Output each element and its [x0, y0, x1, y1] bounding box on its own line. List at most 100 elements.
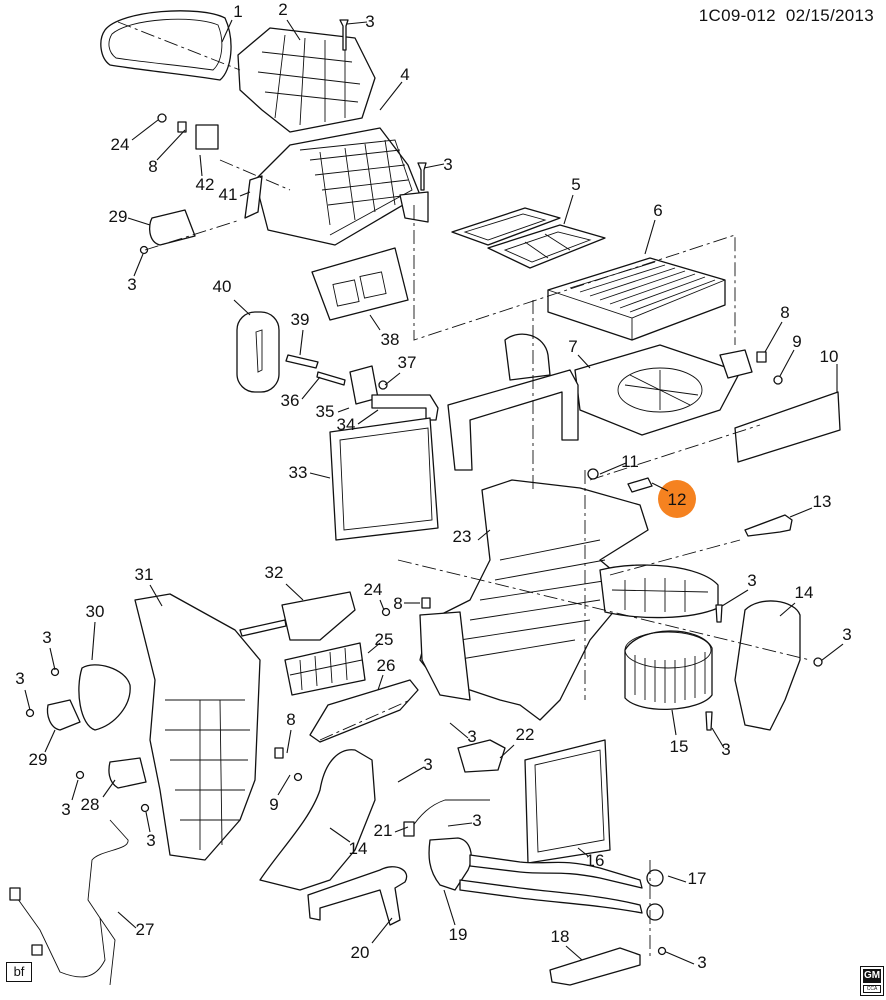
callout-29[interactable]: 29: [109, 207, 151, 226]
callout-19[interactable]: 19: [443, 889, 467, 944]
part-41-arm: [244, 175, 263, 219]
callout-24[interactable]: 24: [364, 580, 385, 611]
callout-leader-line: [357, 409, 379, 425]
callout-27[interactable]: 27: [117, 911, 155, 939]
callout-30[interactable]: 30: [86, 602, 105, 661]
callout-9[interactable]: 9: [269, 774, 291, 814]
callout-23[interactable]: 23: [453, 527, 491, 546]
callout-leader-line: [286, 729, 292, 754]
part-40-grommet: [236, 311, 280, 393]
callout-label: 25: [375, 630, 394, 649]
callout-label: 27: [136, 920, 155, 939]
callout-17[interactable]: 17: [667, 869, 706, 888]
callout-3[interactable]: 3: [821, 625, 852, 661]
callout-26[interactable]: 26: [377, 656, 396, 691]
callout-22[interactable]: 22: [499, 725, 534, 759]
callout-leader-line: [71, 779, 79, 801]
callout-14[interactable]: 14: [329, 827, 367, 858]
part-42-block: [195, 124, 219, 150]
callout-21[interactable]: 21: [374, 821, 409, 840]
callout-20[interactable]: 20: [351, 917, 393, 962]
callout-6[interactable]: 6: [644, 201, 663, 255]
callout-15[interactable]: 15: [670, 709, 689, 756]
callout-36[interactable]: 36: [281, 376, 321, 410]
callout-39[interactable]: 39: [291, 310, 310, 356]
callout-label: 12: [668, 490, 687, 509]
callout-32[interactable]: 32: [265, 563, 304, 601]
callout-3[interactable]: 3: [449, 722, 477, 746]
callout-8[interactable]: 8: [286, 710, 296, 754]
callout-38[interactable]: 38: [369, 314, 399, 349]
callout-8[interactable]: 8: [393, 594, 420, 613]
callout-label: 32: [265, 563, 284, 582]
callout-25[interactable]: 25: [367, 630, 394, 654]
callout-8[interactable]: 8: [148, 129, 186, 176]
callout-13[interactable]: 13: [789, 492, 831, 518]
callout-3[interactable]: 3: [711, 727, 731, 759]
part-3-screw: [339, 19, 349, 51]
callout-label: 35: [316, 402, 335, 421]
callout-29[interactable]: 29: [29, 729, 56, 769]
callout-label: 3: [842, 625, 851, 644]
callout-3[interactable]: 3: [127, 253, 144, 294]
part-5-seal-a: [451, 207, 561, 246]
callout-leader-line: [337, 407, 350, 413]
callout-1[interactable]: 1: [221, 2, 243, 43]
callout-31[interactable]: 31: [135, 565, 163, 607]
callout-3[interactable]: 3: [665, 951, 707, 972]
callout-10[interactable]: 10: [820, 347, 839, 392]
callout-33[interactable]: 33: [289, 463, 331, 482]
callout-label: 36: [281, 391, 300, 410]
callout-leader-line: [329, 827, 351, 843]
callout-24[interactable]: 24: [111, 119, 159, 154]
callout-leader-line: [221, 19, 233, 43]
bf-label: bf: [6, 962, 32, 982]
callout-leader-line: [379, 599, 385, 611]
callout-3[interactable]: 3: [145, 811, 156, 850]
callout-9[interactable]: 9: [779, 332, 802, 377]
callout-label: 1: [233, 2, 242, 21]
callout-label: 3: [146, 831, 155, 850]
callout-34[interactable]: 34: [337, 409, 379, 434]
callout-40[interactable]: 40: [213, 277, 251, 316]
callout-label: 8: [393, 594, 402, 613]
callout-2[interactable]: 2: [278, 0, 301, 41]
callout-leader-line: [565, 945, 583, 961]
callout-7[interactable]: 7: [568, 337, 591, 369]
callout-4[interactable]: 4: [379, 65, 410, 111]
callout-3[interactable]: 3: [397, 755, 433, 783]
callout-28[interactable]: 28: [81, 779, 116, 814]
callout-42[interactable]: 42: [196, 154, 215, 194]
callout-leader-line: [665, 951, 695, 965]
callout-3[interactable]: 3: [721, 571, 757, 607]
callout-18[interactable]: 18: [551, 927, 583, 961]
callout-41[interactable]: 41: [219, 185, 251, 204]
callout-3[interactable]: 3: [346, 12, 375, 31]
part-16-heater-core: [524, 739, 611, 864]
callout-3[interactable]: 3: [447, 811, 482, 830]
callout-12[interactable]: 12: [651, 480, 696, 518]
part-32-door-linkage: [281, 591, 356, 641]
callout-3[interactable]: 3: [42, 628, 56, 671]
callout-3[interactable]: 3: [61, 779, 79, 819]
part-17-fitting-b: [646, 903, 664, 921]
callout-35[interactable]: 35: [316, 402, 350, 421]
callout-11[interactable]: 11: [599, 452, 639, 475]
callout-8[interactable]: 8: [764, 303, 790, 353]
callout-3[interactable]: 3: [423, 155, 453, 174]
callout-14[interactable]: 14: [779, 583, 813, 617]
callout-label: 3: [42, 628, 51, 647]
callout-label: 3: [15, 669, 24, 688]
callout-5[interactable]: 5: [563, 175, 581, 225]
part-22-resistor-module: [457, 739, 506, 773]
callout-leader-line: [199, 154, 203, 177]
callout-3[interactable]: 3: [15, 669, 31, 711]
part-10-cover: [734, 391, 841, 463]
callout-37[interactable]: 37: [384, 353, 416, 386]
part-duct: [447, 369, 579, 471]
callout-leader-line: [133, 253, 144, 277]
callout-label: 7: [568, 337, 577, 356]
callout-label: 8: [148, 157, 157, 176]
callout-16[interactable]: 16: [577, 847, 604, 870]
